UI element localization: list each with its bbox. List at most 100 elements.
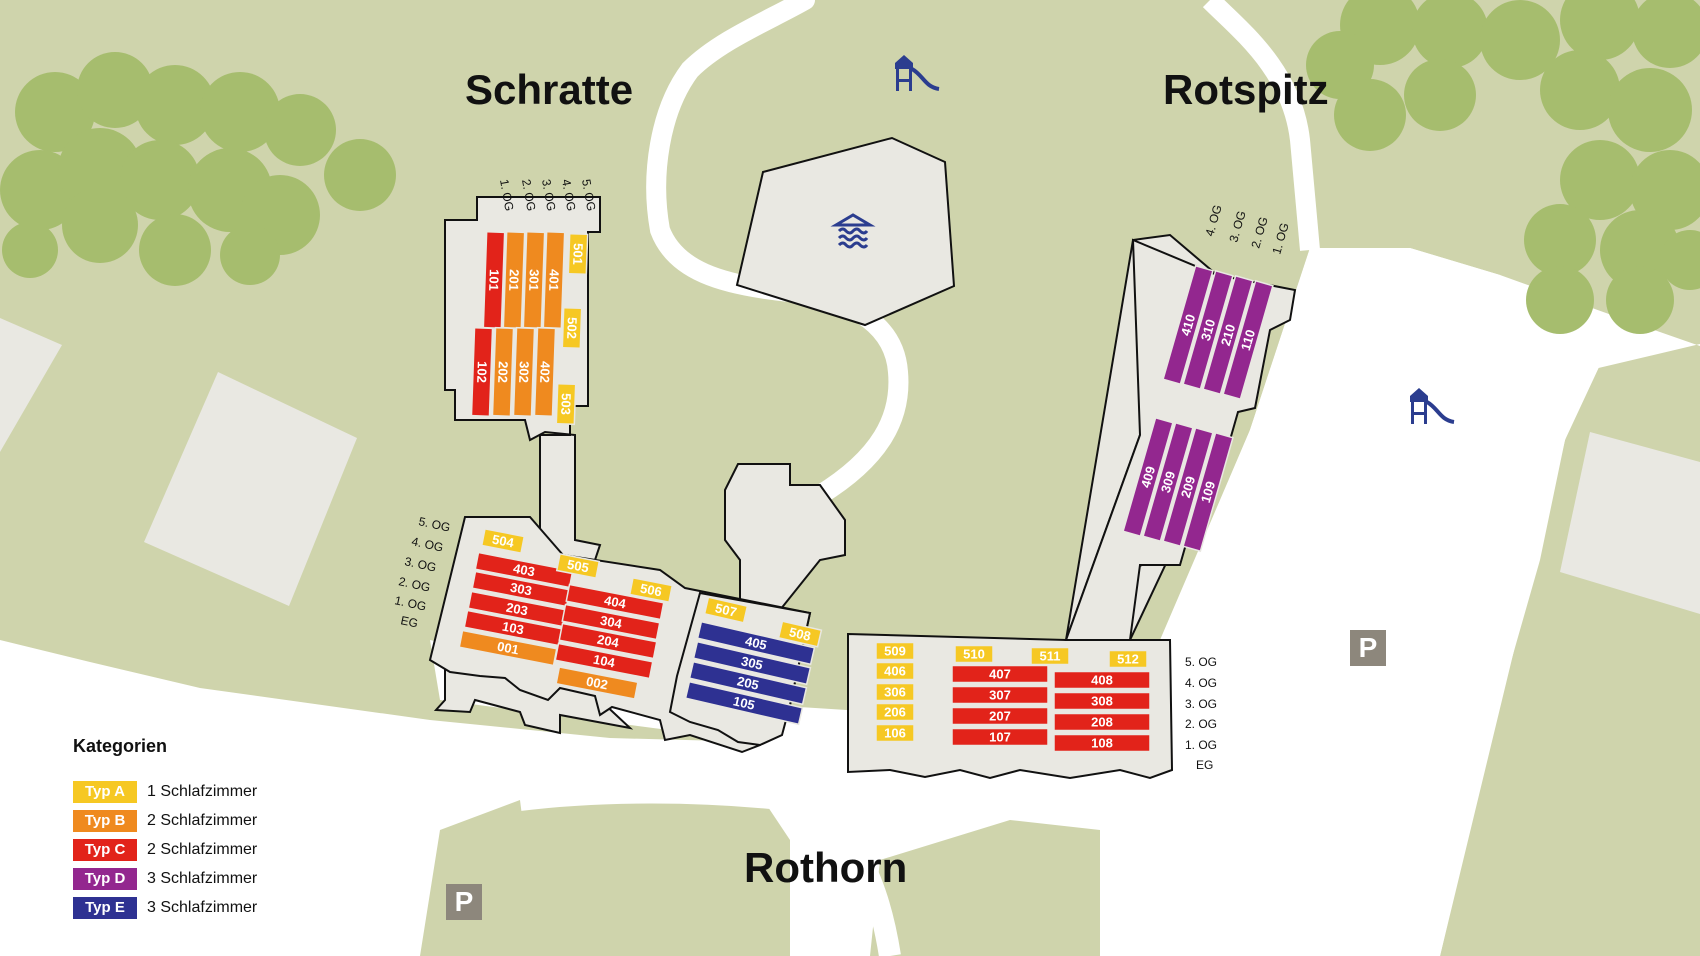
apartment-unit-number: 201	[506, 269, 522, 291]
apartment-unit-502[interactable]: 502	[561, 306, 583, 350]
apartment-unit-number: 209	[1178, 475, 1198, 500]
apartment-unit-307[interactable]: 307	[951, 685, 1049, 705]
apartment-unit-block	[1108, 649, 1148, 669]
apartment-unit-102[interactable]: 102	[470, 326, 494, 418]
legend-swatch: Typ C	[73, 838, 137, 861]
apartment-unit-108[interactable]: 108	[1053, 733, 1151, 753]
apartment-unit-number: 405	[744, 633, 769, 652]
apartment-unit-number: 403	[512, 561, 536, 580]
apartment-unit-503[interactable]: 503	[555, 382, 577, 426]
apartment-unit-block	[480, 527, 526, 555]
apartment-unit-304[interactable]: 304	[561, 603, 661, 641]
apartment-unit-507[interactable]: 507	[703, 596, 749, 624]
apartment-unit-number: 104	[592, 652, 617, 671]
apartment-unit-406[interactable]: 406	[875, 661, 915, 681]
apartment-unit-409[interactable]: 409	[1122, 416, 1174, 538]
apartment-unit-504[interactable]: 504	[480, 527, 526, 555]
apartment-unit-401[interactable]: 401	[542, 230, 566, 330]
apartment-unit-210[interactable]: 210	[1202, 274, 1254, 396]
apartment-unit-301[interactable]: 301	[522, 230, 546, 330]
apartment-unit-number: 309	[1158, 470, 1178, 495]
apartment-unit-302[interactable]: 302	[512, 326, 536, 418]
apartment-unit-block	[555, 382, 577, 426]
apartment-unit-number: 207	[989, 709, 1011, 724]
apartment-unit-308[interactable]: 308	[1053, 691, 1151, 711]
apartment-unit-201[interactable]: 201	[502, 230, 526, 330]
apartment-unit-509[interactable]: 509	[875, 641, 915, 661]
apartment-unit-block	[1053, 670, 1151, 690]
legend-description: 2 Schlafzimmer	[147, 811, 258, 829]
apartment-unit-403[interactable]: 403	[474, 551, 574, 589]
floor-label: 2. OG	[1185, 717, 1217, 731]
apartment-unit-110[interactable]: 110	[1222, 279, 1274, 401]
apartment-unit-block	[1053, 733, 1151, 753]
apartment-unit-number: 509	[884, 644, 906, 659]
apartment-unit-505[interactable]: 505	[555, 552, 601, 580]
apartment-unit-block	[554, 642, 654, 680]
apartment-unit-405[interactable]: 405	[696, 620, 816, 666]
apartment-unit-104[interactable]: 104	[554, 642, 654, 680]
apartment-unit-number: 308	[1091, 694, 1113, 709]
apartment-unit-207[interactable]: 207	[951, 706, 1049, 726]
apartment-unit-107[interactable]: 107	[951, 727, 1049, 747]
apartment-unit-109[interactable]: 109	[1182, 431, 1234, 553]
apartment-unit-block	[555, 666, 639, 700]
apartment-unit-block	[703, 596, 749, 624]
apartment-unit-block	[470, 326, 494, 418]
building-name-rothorn: Rothorn	[744, 844, 908, 891]
building-name-schratte: Schratte	[465, 66, 634, 113]
floor-label: 4. OG	[1185, 676, 1217, 690]
apartment-unit-204[interactable]: 204	[558, 622, 658, 660]
apartment-unit-number: 204	[596, 632, 621, 651]
apartment-unit-208[interactable]: 208	[1053, 712, 1151, 732]
apartment-unit-101[interactable]: 101	[482, 230, 506, 330]
apartment-unit-508[interactable]: 508	[777, 620, 823, 648]
apartment-unit-block	[491, 326, 515, 418]
apartment-unit-501[interactable]: 501	[567, 232, 589, 276]
apartment-unit-305[interactable]: 305	[692, 640, 812, 686]
apartment-unit-block	[561, 306, 583, 350]
apartment-unit-410[interactable]: 410	[1162, 264, 1214, 386]
apartment-unit-202[interactable]: 202	[491, 326, 515, 418]
apartment-unit-number: 110	[1238, 328, 1258, 352]
apartment-unit-106[interactable]: 106	[875, 723, 915, 743]
apartment-unit-506[interactable]: 506	[628, 576, 674, 604]
floor-label: 3. OG	[1185, 697, 1217, 711]
neighbor-building	[1560, 432, 1700, 614]
apartment-unit-310[interactable]: 310	[1182, 269, 1234, 391]
apartment-unit-306[interactable]: 306	[875, 682, 915, 702]
apartment-unit-402[interactable]: 402	[533, 326, 557, 418]
apartment-unit-number: 001	[496, 639, 520, 658]
apartment-unit-510[interactable]: 510	[954, 644, 994, 664]
floor-label: 1. OG	[497, 178, 516, 212]
apartment-unit-512[interactable]: 512	[1108, 649, 1148, 669]
apartment-unit-number: 203	[505, 600, 529, 619]
apartment-unit-number: 107	[989, 730, 1011, 745]
apartment-unit-number: 303	[509, 580, 533, 599]
apartment-unit-309[interactable]: 309	[1142, 421, 1194, 543]
apartment-unit-block	[875, 682, 915, 702]
trees-right	[1306, 0, 1700, 334]
apartment-unit-206[interactable]: 206	[875, 702, 915, 722]
apartment-unit-number: 504	[491, 532, 516, 551]
apartment-unit-105[interactable]: 105	[684, 680, 804, 726]
apartment-unit-002[interactable]: 002	[555, 666, 639, 700]
swimming-pool-icon	[830, 213, 876, 249]
apartment-unit-205[interactable]: 205	[688, 660, 808, 706]
apartment-unit-408[interactable]: 408	[1053, 670, 1151, 690]
apartment-unit-407[interactable]: 407	[951, 664, 1049, 684]
apartment-unit-209[interactable]: 209	[1162, 426, 1214, 548]
floor-label: 1. OG	[393, 593, 427, 613]
apartment-unit-block	[684, 680, 804, 726]
apartment-unit-404[interactable]: 404	[565, 583, 665, 621]
apartment-unit-block	[954, 644, 994, 664]
apartment-unit-block	[688, 660, 808, 706]
apartment-unit-511[interactable]: 511	[1030, 646, 1070, 666]
